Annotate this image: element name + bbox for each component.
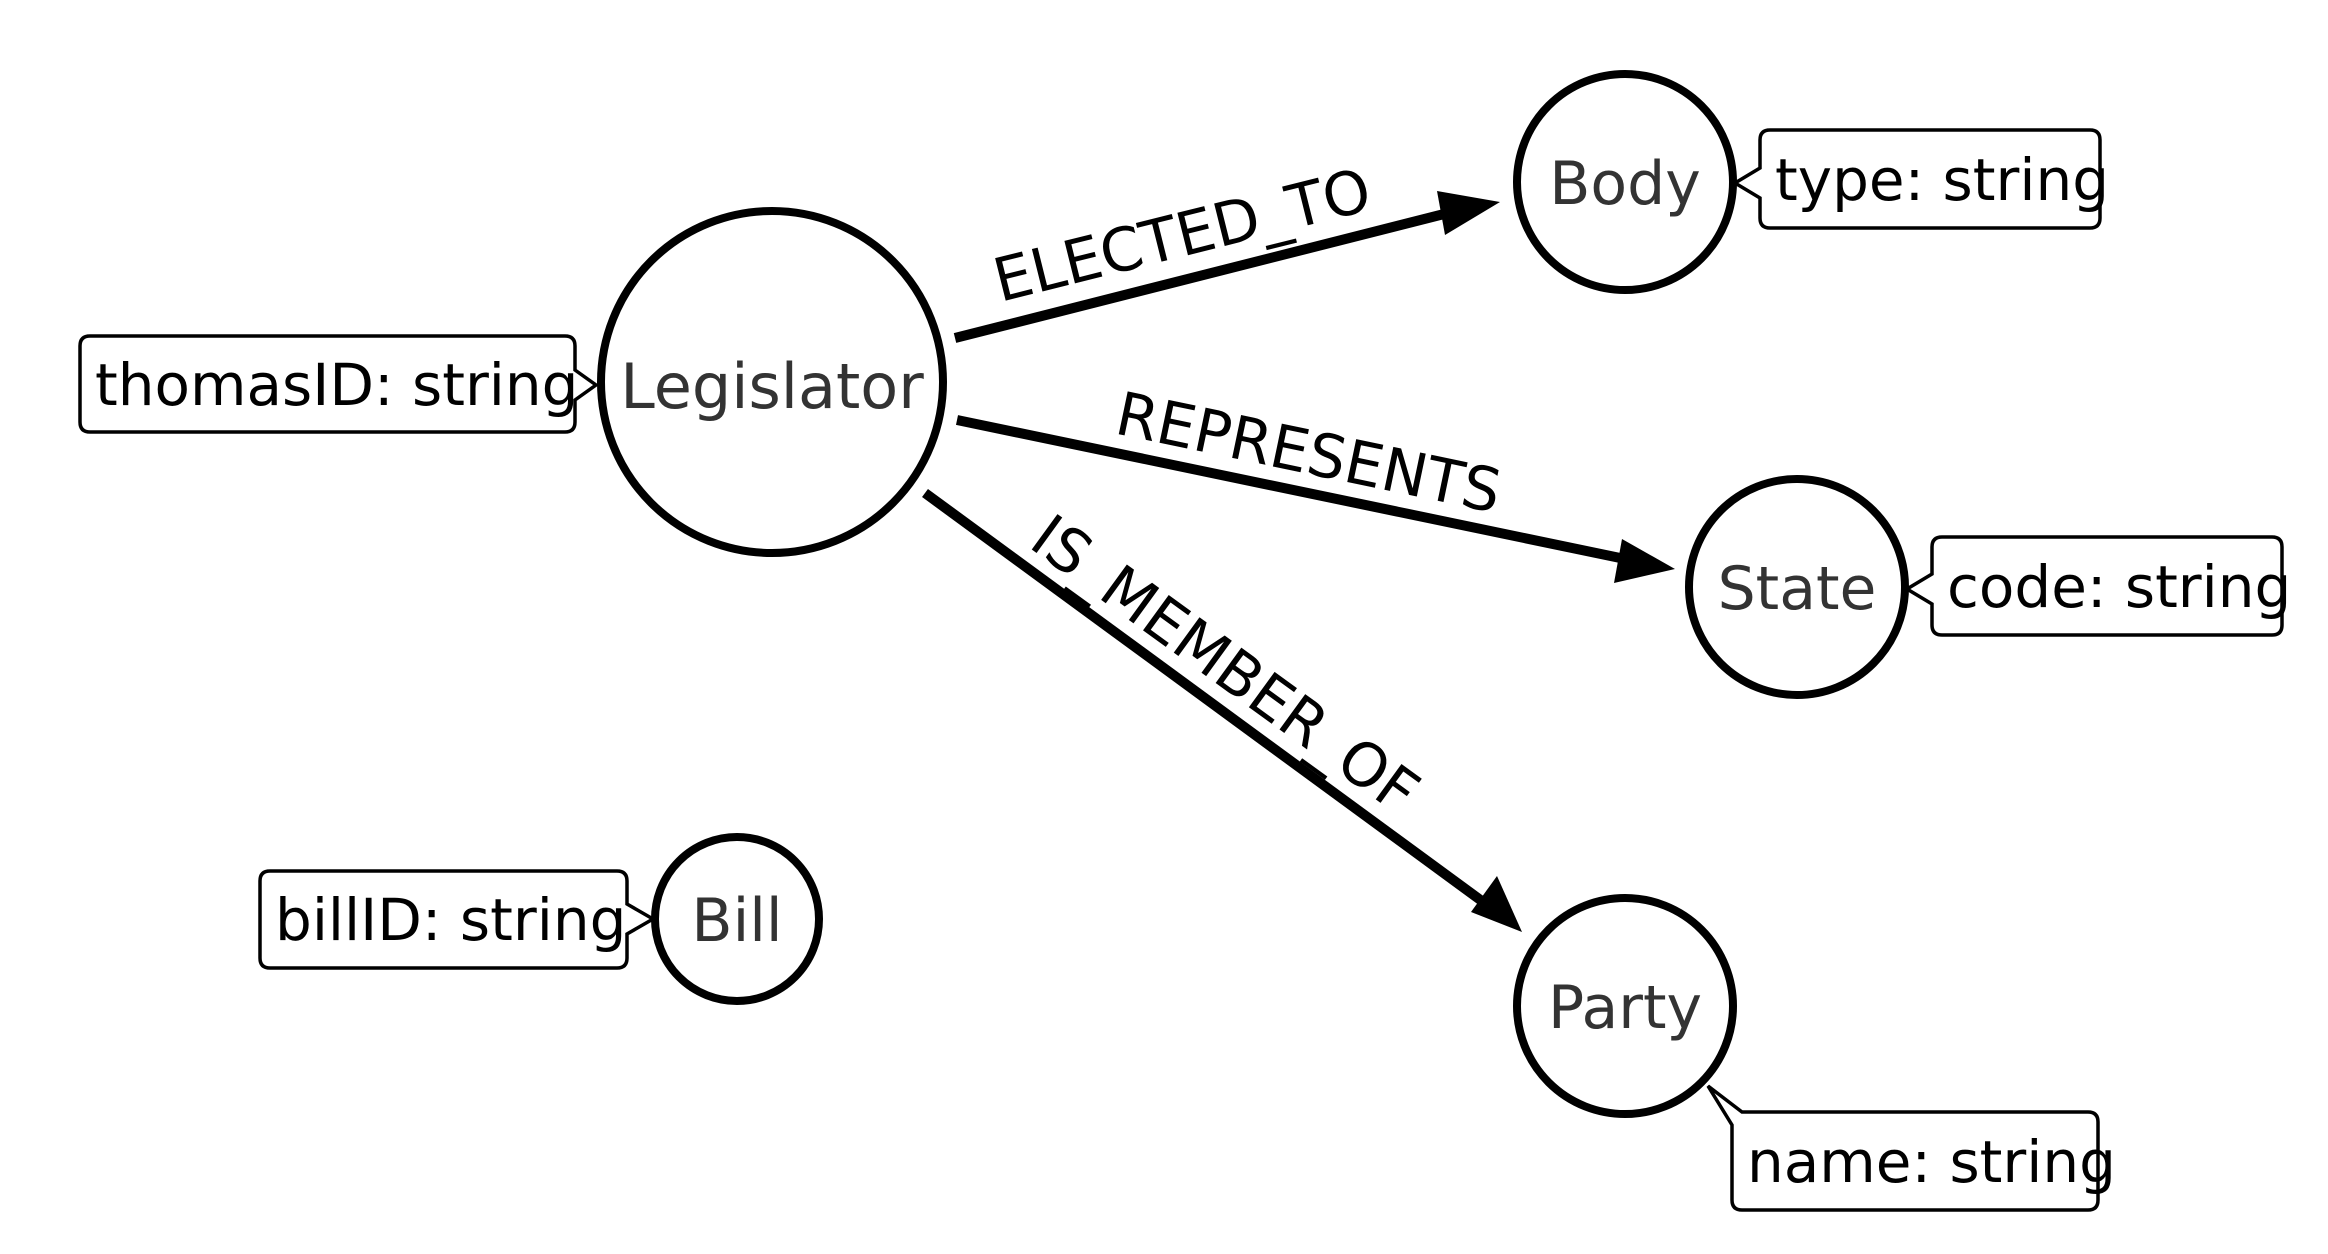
property-callout-code-box xyxy=(1903,535,2284,637)
node-party-label: Party xyxy=(1548,973,1702,1043)
property-callout-type: type: string xyxy=(1731,128,2109,230)
node-bill-label: Bill xyxy=(691,886,782,956)
node-state-label: State xyxy=(1718,554,1877,624)
node-state[interactable]: State xyxy=(1685,475,1909,699)
node-legislator-circle xyxy=(597,207,947,557)
edge-elected-to-arrowhead xyxy=(1437,191,1500,235)
edge-represents-arrowhead xyxy=(1614,539,1675,583)
node-party[interactable]: Party xyxy=(1513,894,1737,1118)
property-callout-billid-box xyxy=(258,869,657,970)
property-callout-code-text: code: string xyxy=(1947,553,2291,621)
property-callout-name-box xyxy=(1706,1084,2100,1212)
edge-represents-label: REPRESENTS xyxy=(1110,379,1507,527)
edge-elected-to: ELECTED_TO xyxy=(953,155,1500,343)
edge-is-member-of-label: IS_MEMBER_OF xyxy=(1018,502,1431,829)
property-callout-name: name: string xyxy=(1706,1084,2116,1212)
property-callout-code: code: string xyxy=(1903,535,2291,637)
edge-is-member-of-line xyxy=(922,488,1493,912)
edge-represents-line xyxy=(955,415,1627,564)
property-callout-billid-text: billID: string xyxy=(275,886,626,954)
property-callout-billid: billID: string xyxy=(258,869,657,970)
node-party-circle xyxy=(1513,894,1737,1118)
edge-is-member-of: IS_MEMBER_OF xyxy=(922,488,1522,932)
node-body-circle xyxy=(1513,70,1737,294)
property-callout-thomasid-box xyxy=(78,334,600,434)
node-body-label: Body xyxy=(1549,149,1700,219)
node-legislator-label: Legislator xyxy=(620,350,924,423)
node-bill[interactable]: Bill xyxy=(651,833,823,1005)
node-body[interactable]: Body xyxy=(1513,70,1737,294)
edge-elected-to-line xyxy=(953,207,1454,343)
property-callout-thomasid: thomasID: string xyxy=(78,334,600,434)
property-callout-thomasid-text: thomasID: string xyxy=(95,351,578,419)
property-callout-name-text: name: string xyxy=(1747,1128,2116,1196)
property-callout-type-text: type: string xyxy=(1775,146,2109,214)
node-legislator[interactable]: Legislator xyxy=(597,207,947,557)
edge-is-member-of-arrowhead xyxy=(1471,876,1522,932)
property-callout-type-box xyxy=(1731,128,2102,230)
node-state-circle xyxy=(1685,475,1909,699)
edge-elected-to-label: ELECTED_TO xyxy=(987,155,1378,316)
